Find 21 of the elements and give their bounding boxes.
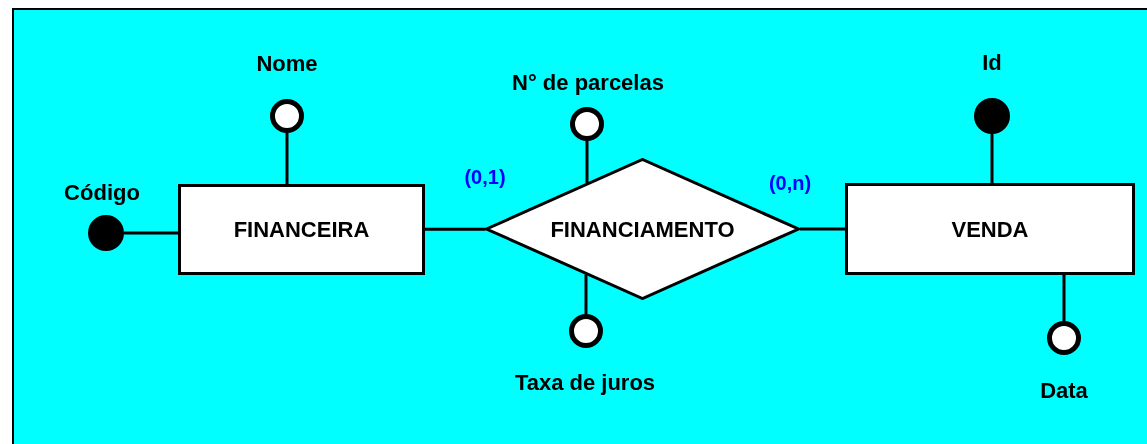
attribute-name: N° de parcelas xyxy=(512,68,664,97)
attribute-name: Nome xyxy=(256,49,318,78)
attribute-name: Id xyxy=(982,48,1002,77)
entity-box xyxy=(178,184,425,275)
relationship-name: FINANCIAMENTO xyxy=(550,215,735,244)
attribute-name: Código xyxy=(64,178,140,207)
connector-line xyxy=(990,134,994,183)
connector-line xyxy=(800,227,845,231)
connector-line xyxy=(285,133,289,184)
attribute-name: Data xyxy=(1040,376,1088,405)
entity-box xyxy=(845,183,1135,275)
connector-line xyxy=(585,141,589,183)
entity-name: VENDA xyxy=(951,215,1029,244)
connector-line xyxy=(1062,275,1066,321)
connector-line xyxy=(425,227,486,231)
entity-name: FINANCEIRA xyxy=(233,216,370,244)
cardinality-label: (0,n) xyxy=(768,171,812,196)
cardinality-label: (0,1) xyxy=(464,165,506,190)
connector-line xyxy=(584,274,588,314)
attribute-name: Taxa de juros xyxy=(514,368,656,397)
connector-line xyxy=(124,231,178,235)
